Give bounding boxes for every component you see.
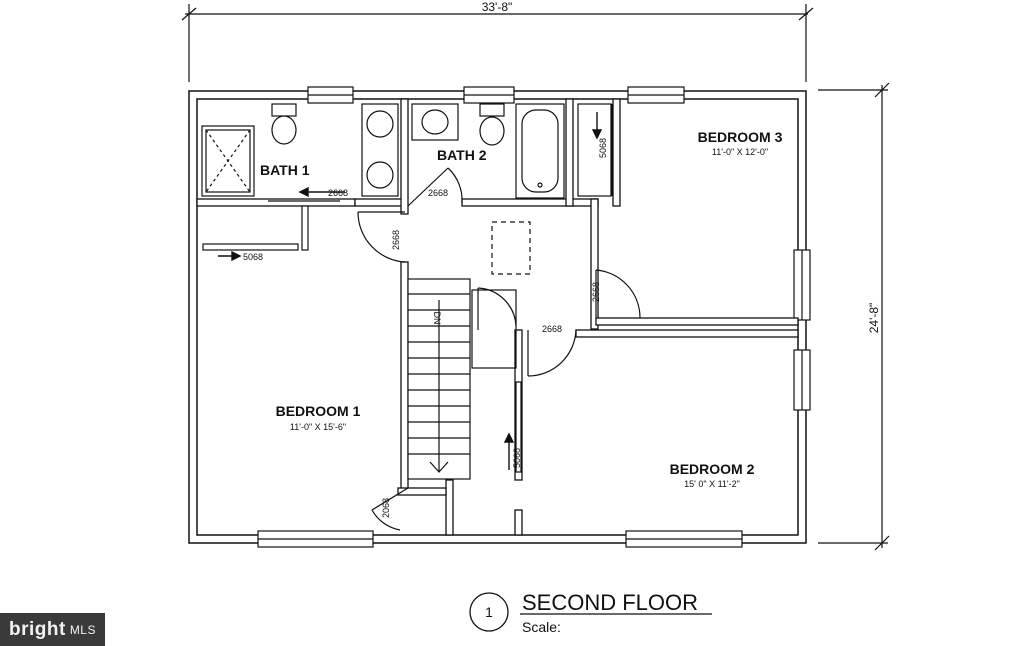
width-dimension: 33'-8" — [482, 0, 513, 14]
width-dimension-line — [181, 4, 814, 82]
bedroom1-label: BEDROOM 1 — [276, 403, 361, 419]
attic-hatch — [491, 221, 531, 275]
arrows — [218, 112, 603, 470]
door-label-bath1: 2668 — [328, 188, 348, 198]
stair-down-label: DN — [432, 312, 442, 325]
drawing-number-circle — [469, 592, 509, 632]
toilet-bath2 — [479, 103, 505, 146]
depth-dimension-line — [818, 82, 890, 551]
sinks-bath1 — [361, 103, 399, 197]
bath2-label: BATH 2 — [437, 147, 487, 163]
closet-doors — [202, 103, 613, 473]
bedroom3-label: BEDROOM 3 — [698, 129, 783, 145]
windows — [257, 86, 811, 548]
stair-landing — [471, 289, 517, 369]
stairway — [407, 278, 471, 480]
sink-bath2 — [411, 103, 459, 141]
door-label-bath2: 2668 — [428, 188, 448, 198]
watermark-text: bright — [8, 618, 66, 640]
scale-label: Scale: — [522, 619, 561, 635]
door-label-bed2: 2668 — [542, 324, 562, 334]
drawing-title: SECOND FLOOR — [522, 590, 698, 615]
door-label-bed3: 2668 — [591, 282, 601, 302]
drawing-number: 1 — [485, 604, 493, 620]
bathtub — [515, 103, 565, 199]
bedroom3-size: 11'-0" X 12'-0" — [712, 147, 768, 157]
closet-label-bed2: 5068 — [512, 448, 522, 468]
door-label-bed1: 2668 — [391, 230, 401, 250]
toilet-bath1 — [271, 103, 297, 145]
closet-label-bed3: 5068 — [598, 138, 608, 158]
watermark-suffix: MLS — [69, 622, 96, 637]
bedroom2-label: BEDROOM 2 — [670, 461, 755, 477]
closet-label-hall: 2068 — [381, 498, 391, 518]
bath1-label: BATH 1 — [260, 162, 310, 178]
shower — [201, 125, 255, 197]
depth-dimension: 24'-8" — [867, 303, 881, 334]
door-swings — [357, 167, 641, 531]
closet-label-bed1: 5068 — [243, 252, 263, 262]
bedroom1-size: 11'-0" X 15'-6" — [290, 422, 346, 432]
bedroom2-size: 15' 0" X 11'-2" — [684, 479, 740, 489]
